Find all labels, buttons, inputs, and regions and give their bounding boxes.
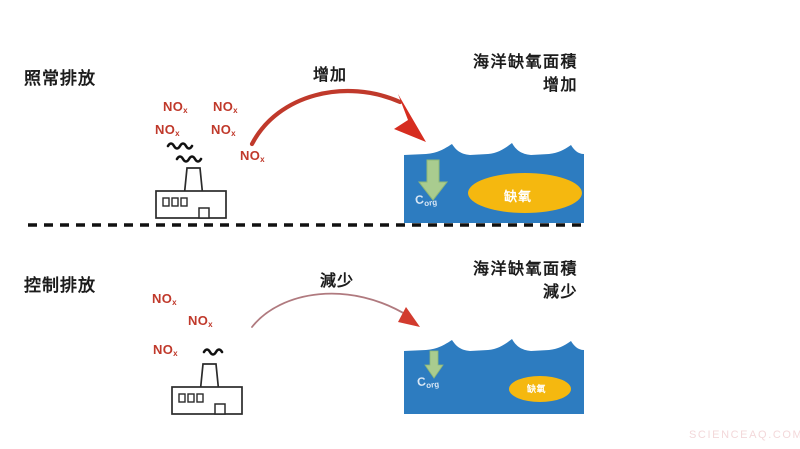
ocean-heading-increase: 海洋缺氧面積 增加 [378, 51, 578, 97]
carbon-flux-label-large: Corg [414, 192, 438, 209]
trend-arrow-decrease [250, 265, 460, 355]
carbon-flux-arrow-small [423, 350, 445, 379]
panel-business-as-usual: 照常排放 NOx NOx NOx NOx NOx [0, 0, 800, 224]
panel-controlled-emission: 控制排放 NOx NOx NOx [0, 232, 800, 449]
hypoxia-label-large: 缺氧 [504, 189, 533, 204]
nox-label: NOx [240, 148, 265, 164]
trend-arrow-increase [249, 60, 460, 150]
hypoxia-label-small: 缺氧 [527, 384, 547, 394]
panel-divider [28, 222, 584, 228]
nox-label: NOx [163, 99, 188, 115]
factory-icon [155, 336, 255, 416]
factory-icon [155, 140, 255, 220]
nox-label: NOx [152, 291, 177, 307]
ocean-heading-line2: 增加 [542, 77, 578, 95]
carbon-flux-label-small: Corg [416, 374, 440, 391]
trend-arrow-caption-decrease: 減少 [320, 273, 355, 290]
ocean-heading-decrease: 海洋缺氧面積 減少 [378, 258, 578, 304]
trend-arrow-caption-increase: 增加 [313, 67, 348, 84]
ocean-heading-line2: 減少 [542, 284, 578, 302]
watermark: SCIENCEAQ.COM [689, 429, 800, 441]
ocean-heading-line1: 海洋缺氧面積 [472, 54, 578, 71]
carbon-flux-arrow-large [416, 159, 450, 202]
nox-label: NOx [211, 122, 236, 138]
scenario-label-business-as-usual: 照常排放 [24, 69, 96, 88]
nox-label: NOx [153, 342, 178, 358]
nox-label: NOx [213, 99, 238, 115]
nox-label: NOx [155, 122, 180, 138]
scenario-label-controlled-emission: 控制排放 [24, 276, 96, 295]
hypoxia-zone-large [467, 172, 583, 214]
nox-label: NOx [188, 313, 213, 329]
hypoxia-zone-small [508, 375, 572, 403]
ocean-heading-line1: 海洋缺氧面積 [472, 261, 578, 278]
